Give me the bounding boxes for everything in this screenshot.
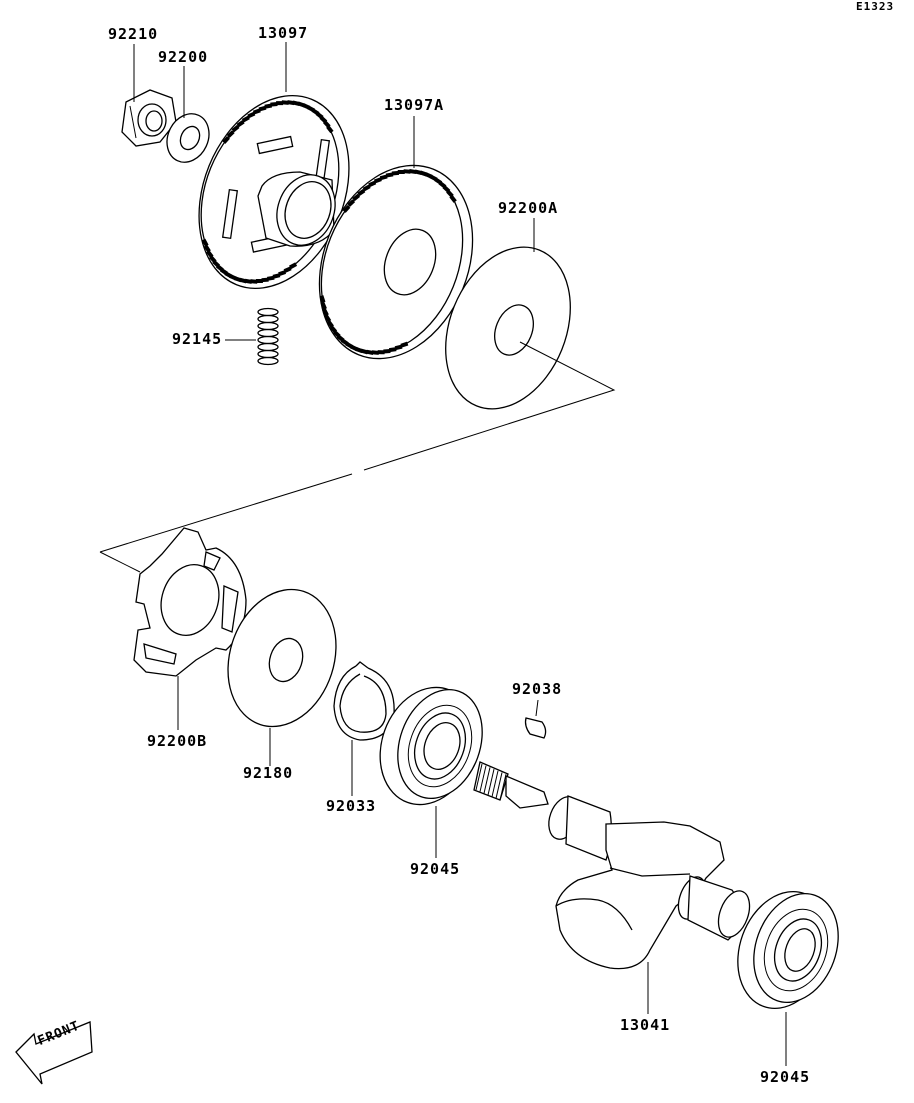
gear-tooth bbox=[289, 262, 298, 270]
thread-line bbox=[487, 768, 495, 796]
spring-coil bbox=[257, 356, 279, 366]
spring-coil bbox=[257, 349, 279, 359]
part-13041-crankshaft bbox=[473, 761, 751, 970]
part-92200B-ratchet-plate bbox=[133, 527, 247, 677]
gear-tooth bbox=[222, 136, 230, 144]
gear-tooth bbox=[342, 205, 351, 213]
spring-coil bbox=[257, 342, 279, 352]
spring-coil bbox=[257, 307, 279, 317]
label-92180: 92180 bbox=[243, 764, 294, 782]
part-92210-nut bbox=[121, 89, 177, 147]
gear-tooth bbox=[322, 308, 329, 317]
gear-tooth bbox=[391, 170, 400, 176]
gear-tooth bbox=[236, 120, 245, 128]
thread-line bbox=[495, 772, 503, 799]
thread-line bbox=[491, 770, 499, 797]
label-92200A: 92200A bbox=[498, 199, 559, 217]
gear-tooth bbox=[241, 115, 250, 123]
part-92180-washer bbox=[227, 588, 337, 728]
gear-tooth bbox=[362, 184, 371, 192]
spring-coil bbox=[257, 335, 279, 345]
spring-coil bbox=[257, 328, 279, 338]
part-92033-circlip bbox=[333, 661, 395, 741]
spring-coil bbox=[257, 321, 279, 331]
part-92038-key bbox=[524, 717, 547, 739]
label-13097A: 13097A bbox=[384, 96, 445, 114]
part-13097A-gear bbox=[318, 164, 474, 360]
gear-tooth bbox=[319, 295, 326, 304]
leader-lines bbox=[133, 42, 787, 1066]
part-13097-gear bbox=[198, 94, 350, 290]
gear-tooth bbox=[352, 193, 361, 202]
thread-line bbox=[479, 765, 487, 792]
gear-tooth bbox=[397, 169, 405, 175]
gear-tooth bbox=[320, 301, 327, 310]
gear-tooth bbox=[385, 172, 394, 178]
gear-tooth bbox=[231, 124, 240, 133]
part-92145-spring bbox=[257, 307, 279, 366]
front-direction-arrow bbox=[15, 1021, 93, 1085]
label-92210: 92210 bbox=[108, 25, 159, 43]
gear-tooth bbox=[394, 344, 403, 351]
gear-tooth bbox=[226, 130, 235, 138]
label-92200B: 92200B bbox=[147, 732, 208, 750]
diagram-code: E1323 bbox=[856, 0, 895, 13]
label-92200: 92200 bbox=[158, 48, 209, 66]
spring-coil bbox=[257, 314, 279, 324]
thread-line bbox=[475, 763, 483, 791]
part-92045-bearing-rear bbox=[737, 890, 839, 1010]
part-92045-bearing-front bbox=[379, 686, 483, 806]
gear-tooth bbox=[347, 199, 356, 207]
gear-tooth bbox=[326, 125, 334, 134]
label-92038: 92038 bbox=[512, 680, 563, 698]
gear-tooth bbox=[270, 102, 278, 107]
gear-tooth bbox=[201, 238, 209, 247]
label-92045-rear: 92045 bbox=[760, 1068, 811, 1086]
assembly-axis-line bbox=[99, 341, 616, 573]
thread-line bbox=[499, 774, 507, 801]
label-92045-front: 92045 bbox=[410, 860, 461, 878]
label-92033: 92033 bbox=[326, 797, 377, 815]
part-92200-washer bbox=[166, 113, 210, 163]
part-92200A-washer bbox=[445, 246, 571, 410]
label-13041: 13041 bbox=[620, 1016, 671, 1034]
gear-tooth bbox=[388, 347, 397, 353]
gear-tooth bbox=[383, 349, 391, 354]
gear-tooth bbox=[357, 188, 366, 197]
gear-tooth bbox=[449, 194, 457, 203]
thread-line bbox=[483, 767, 491, 794]
label-13097: 13097 bbox=[258, 24, 309, 42]
label-92145: 92145 bbox=[172, 330, 223, 348]
gear-tooth bbox=[368, 180, 377, 188]
